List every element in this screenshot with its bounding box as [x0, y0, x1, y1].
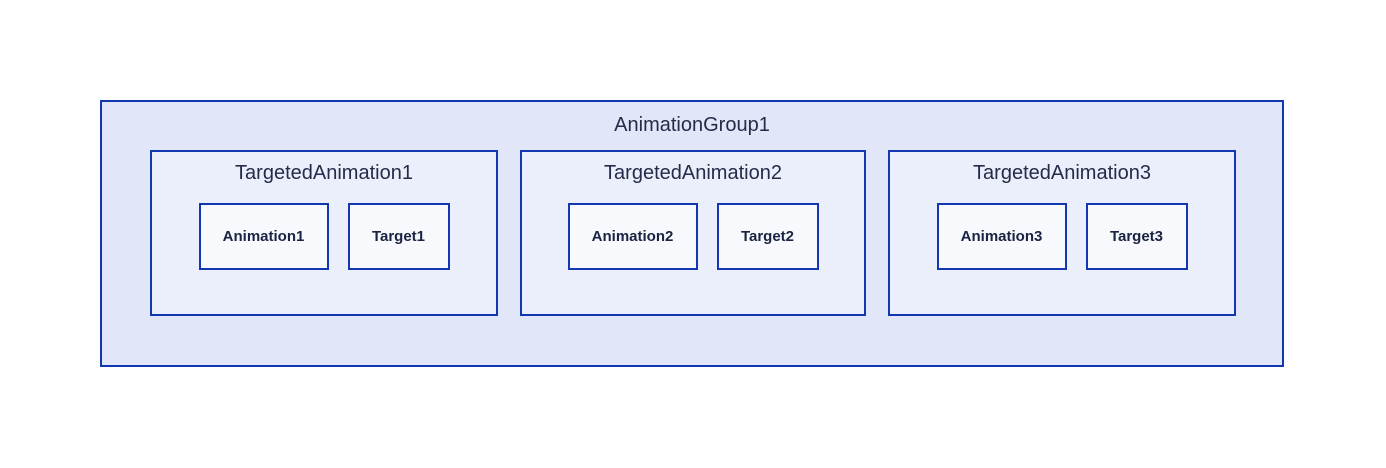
- targeted-animation-3-box: TargetedAnimation3 Animation3 Target3: [888, 150, 1236, 316]
- targeted-animation-3-nodes: Animation3 Target3: [890, 203, 1234, 270]
- target-1-node: Target1: [347, 203, 450, 270]
- targeted-animation-3-title: TargetedAnimation3: [973, 162, 1151, 184]
- targeted-animation-2-box: TargetedAnimation2 Animation2 Target2: [520, 150, 866, 316]
- target-3-node: Target3: [1085, 203, 1188, 270]
- targeted-animation-2-nodes: Animation2 Target2: [522, 203, 864, 270]
- animation-1-node: Animation1: [198, 203, 329, 270]
- target-2-node: Target2: [716, 203, 819, 270]
- targeted-animation-1-nodes: Animation1 Target1: [152, 203, 496, 270]
- targeted-animation-1-box: TargetedAnimation1 Animation1 Target1: [150, 150, 498, 316]
- animation-2-node: Animation2: [567, 203, 698, 270]
- targeted-animation-1-title: TargetedAnimation1: [235, 162, 413, 184]
- sections-row: TargetedAnimation1 Animation1 Target1 Ta…: [150, 150, 1236, 316]
- group-title: AnimationGroup1: [614, 114, 770, 136]
- targeted-animation-2-title: TargetedAnimation2: [604, 162, 782, 184]
- animation-group-box: AnimationGroup1 TargetedAnimation1 Anima…: [100, 100, 1284, 367]
- animation-3-node: Animation3: [936, 203, 1067, 270]
